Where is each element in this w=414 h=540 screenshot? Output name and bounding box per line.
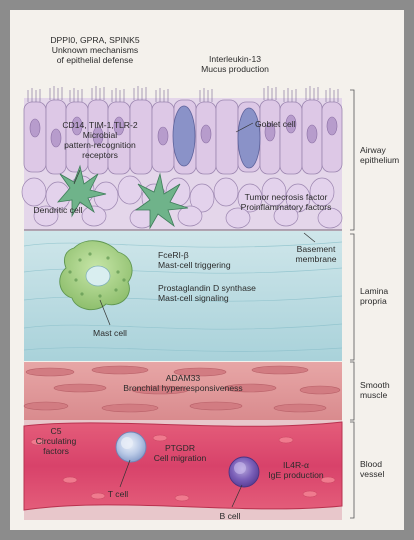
label-smooth-l2: muscle bbox=[360, 390, 387, 400]
side-labels: Airway epithelium Lamina propria Smooth … bbox=[360, 145, 399, 479]
label-ptgd: Prostaglandin D synthase bbox=[158, 283, 256, 293]
label-adam33-l2: Bronchial hyperresponsiveness bbox=[123, 383, 242, 393]
label-blood-l2: vessel bbox=[360, 469, 384, 479]
label-dendritic-cell: Dendritic cell bbox=[33, 205, 82, 215]
label-il13: Interleukin-13 bbox=[209, 54, 261, 64]
label-cd14-l4: receptors bbox=[82, 150, 118, 160]
label-basement: Basement bbox=[297, 244, 336, 254]
label-cd14-l2: Microbial bbox=[83, 130, 117, 140]
label-adam33: ADAM33 bbox=[166, 373, 201, 383]
label-lamina-l2: propria bbox=[360, 296, 387, 306]
airway-diagram: DPPI0, GPRA, SPINK5 Unknown mechanisms o… bbox=[10, 10, 404, 530]
label-genes-l2: Unknown mechanisms bbox=[52, 45, 138, 55]
b-cell bbox=[229, 457, 259, 487]
label-c5-l3: factors bbox=[43, 446, 69, 456]
top-labels: DPPI0, GPRA, SPINK5 Unknown mechanisms o… bbox=[50, 35, 269, 74]
label-airway: Airway bbox=[360, 145, 386, 155]
label-basement-l2: membrane bbox=[295, 254, 336, 264]
label-blood: Blood bbox=[360, 459, 382, 469]
label-ptgdr: PTGDR bbox=[165, 443, 195, 453]
label-cd14-l3: pattern-recognition bbox=[64, 140, 136, 150]
label-fce-l2: Mast-cell triggering bbox=[158, 260, 231, 270]
label-il13-l2: Mucus production bbox=[201, 64, 269, 74]
label-smooth: Smooth bbox=[360, 380, 390, 390]
label-cd14: CD14, TIM-1,TLR-2 bbox=[62, 120, 138, 130]
label-il4r: IL4R-α bbox=[283, 460, 309, 470]
label-c5: C5 bbox=[51, 426, 62, 436]
side-brackets bbox=[350, 90, 354, 518]
label-ptgd-l2: Mast-cell signaling bbox=[158, 293, 229, 303]
label-genes-l3: of epithelial defense bbox=[57, 55, 134, 65]
label-mast-cell: Mast cell bbox=[93, 328, 127, 338]
label-genes: DPPI0, GPRA, SPINK5 bbox=[50, 35, 140, 45]
label-goblet-cell: Goblet cell bbox=[255, 119, 296, 129]
label-tnf-l2: Proinflammatory factors bbox=[241, 202, 332, 212]
label-fce: FceRI-β bbox=[158, 250, 189, 260]
label-c5-l2: Circulating bbox=[36, 436, 77, 446]
label-airway-l2: epithelium bbox=[360, 155, 399, 165]
t-cell bbox=[116, 432, 146, 462]
label-tnf: Tumor necrosis factor bbox=[245, 192, 328, 202]
figure-frame: DPPI0, GPRA, SPINK5 Unknown mechanisms o… bbox=[10, 10, 404, 530]
label-lamina: Lamina bbox=[360, 286, 388, 296]
label-t-cell: T cell bbox=[108, 489, 128, 499]
label-ptgdr-l2: Cell migration bbox=[154, 453, 207, 463]
label-b-cell: B cell bbox=[219, 511, 240, 521]
label-il4r-l2: IgE production bbox=[268, 470, 324, 480]
